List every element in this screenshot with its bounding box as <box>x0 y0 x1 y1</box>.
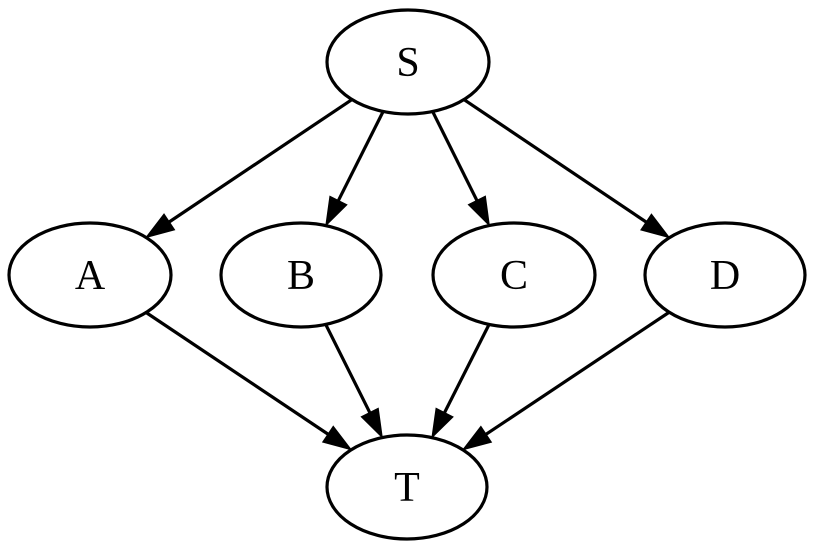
arrowhead-C-T <box>431 407 454 439</box>
arrowhead-B-T <box>360 407 383 439</box>
arrowhead-S-B <box>325 195 348 227</box>
arrowhead-A-T <box>321 425 353 451</box>
edge-S-A <box>166 98 353 225</box>
edge-A-T <box>145 311 331 437</box>
edge-C-T <box>442 323 491 416</box>
node-D-ellipse <box>643 221 807 329</box>
node-C-label: C <box>500 253 528 299</box>
node-B-label: B <box>287 253 315 299</box>
edge-S-B <box>336 110 385 204</box>
node-T-ellipse <box>325 433 489 541</box>
edge-B-T <box>324 323 373 416</box>
edge-S-D <box>463 98 649 225</box>
node-A-ellipse <box>7 221 173 329</box>
node-S-label: S <box>396 40 419 86</box>
node-C-ellipse <box>431 221 597 329</box>
arrowhead-S-A <box>144 213 176 239</box>
node-T-label: T <box>394 465 420 511</box>
node-S-ellipse <box>325 8 491 116</box>
node-B-ellipse <box>219 221 383 329</box>
node-A-label: A <box>75 253 106 299</box>
arrowhead-S-D <box>640 213 671 239</box>
arrowhead-S-C <box>467 195 491 227</box>
edge-S-C <box>431 110 480 203</box>
node-D-label: D <box>710 253 740 299</box>
arrowhead-D-T <box>461 425 493 451</box>
edge-D-T <box>483 310 671 437</box>
